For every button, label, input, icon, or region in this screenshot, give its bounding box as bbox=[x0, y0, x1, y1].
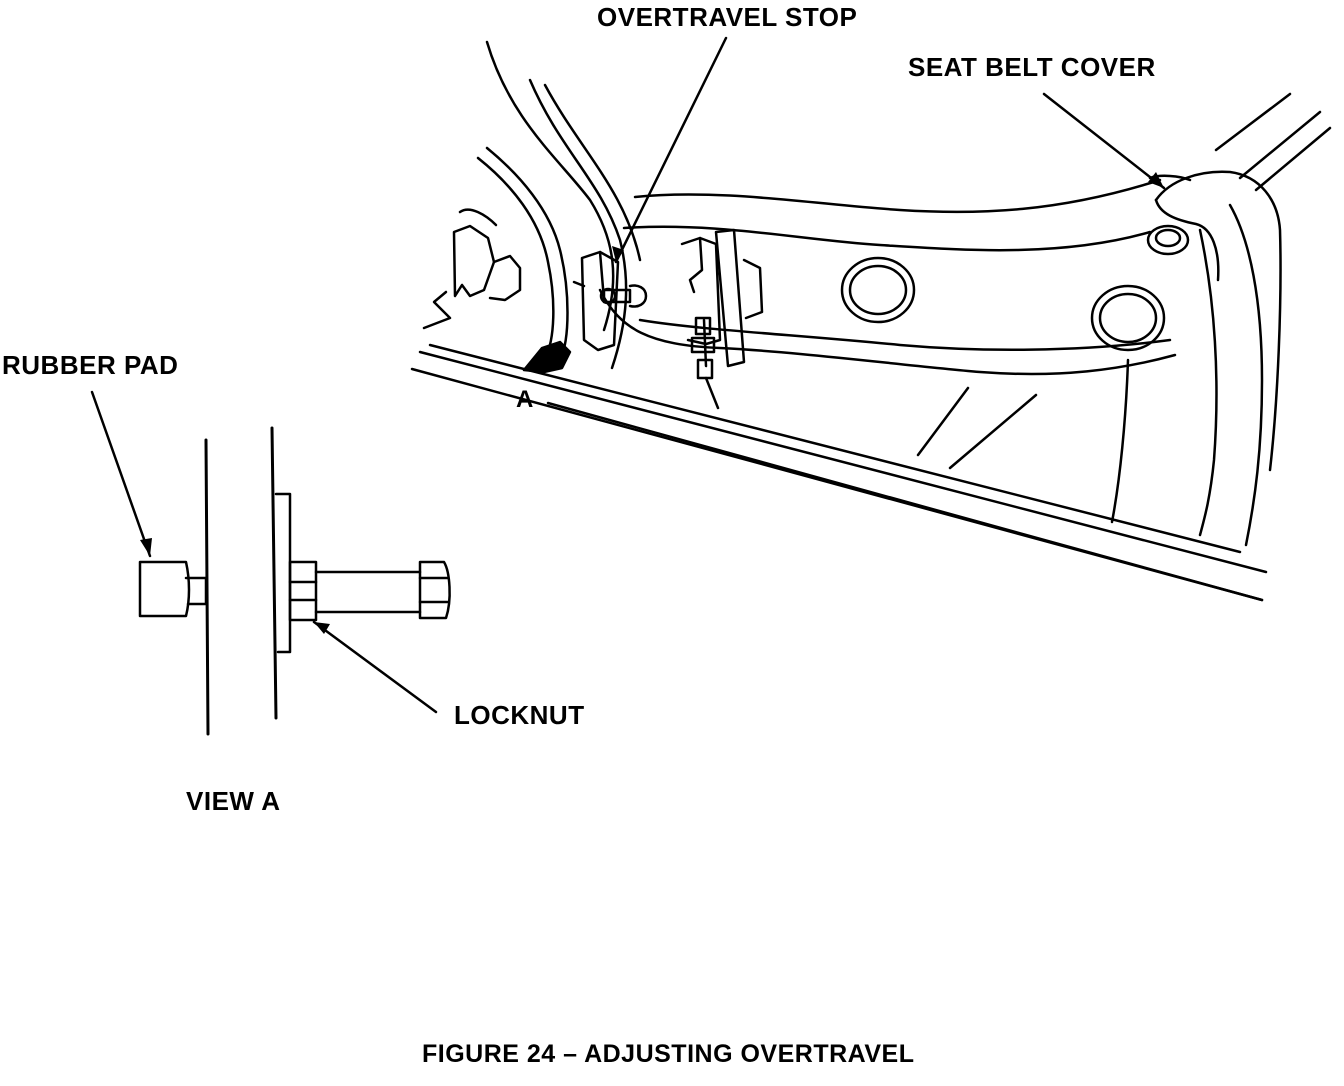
overtravel-stop-label: OVERTRAVEL STOP bbox=[597, 2, 858, 32]
access-holes bbox=[840, 256, 1166, 352]
figure-caption: FIGURE 24 – ADJUSTING OVERTRAVEL bbox=[422, 1040, 915, 1068]
leader-lines bbox=[90, 36, 1166, 714]
arrow-heads bbox=[140, 172, 1164, 634]
rubber-pad-label: RUBBER PAD bbox=[2, 350, 179, 380]
view-a-marker-arrow bbox=[522, 340, 572, 374]
latch-hardware bbox=[680, 228, 764, 410]
view-marker-label: A bbox=[516, 386, 534, 413]
locknut-label: LOCKNUT bbox=[454, 700, 585, 730]
seat-belt-cover-label: SEAT BELT COVER bbox=[908, 52, 1156, 82]
seat-belt-cover bbox=[1146, 170, 1282, 472]
overtravel-stop-bracket bbox=[572, 250, 648, 352]
door-frame bbox=[410, 40, 1332, 602]
view-a-detail bbox=[138, 426, 451, 736]
view-a-label: VIEW A bbox=[186, 786, 281, 816]
